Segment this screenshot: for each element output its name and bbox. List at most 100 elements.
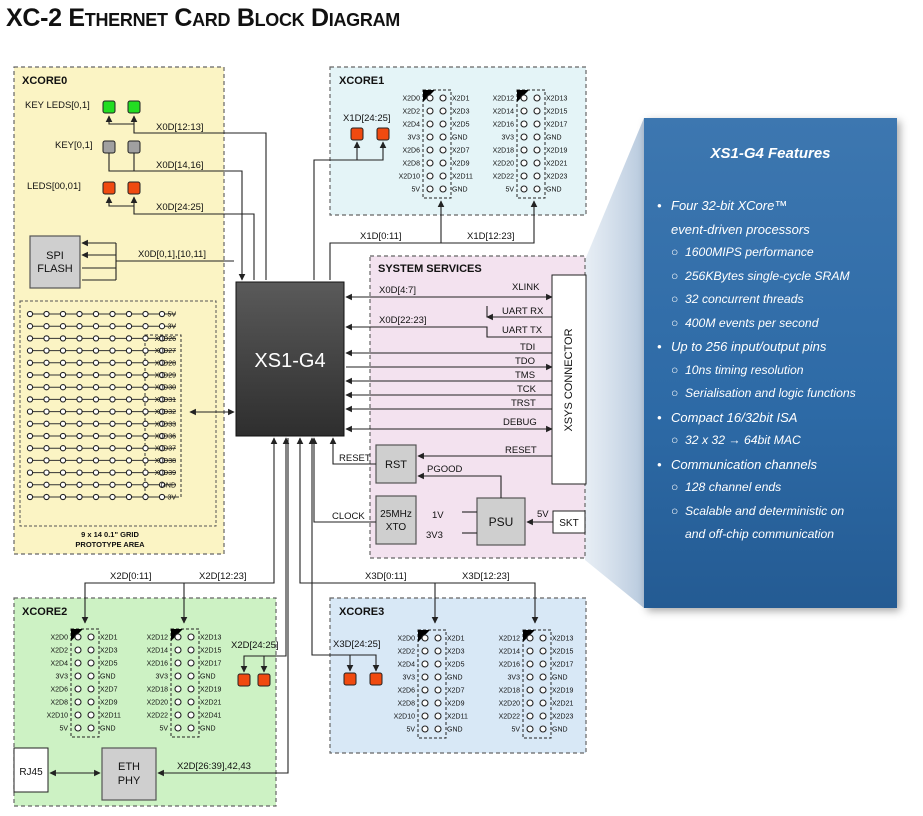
- xcore3-header-b-pin: [539, 699, 547, 707]
- xcore3-header-b-pin-label: X2D22: [499, 714, 521, 721]
- grid-hole: [142, 481, 149, 488]
- feature-item: event-driven processors: [657, 218, 892, 242]
- grid-hole: [109, 457, 116, 464]
- xcore3-header-a-pin: [434, 686, 442, 694]
- grid-hole: [43, 408, 50, 415]
- sig-x0d-22-23: X0D[22:23]: [379, 315, 427, 326]
- grid-hole: [158, 420, 166, 427]
- xcore1-header-a-pin-label: GND: [452, 135, 468, 142]
- xcore2-header-a-pin: [87, 698, 95, 706]
- grid-hole: [92, 359, 100, 366]
- xcore3-header-a-pin-label: X2D2: [397, 649, 415, 656]
- bus-key-leds: X0D[12:13]: [156, 122, 204, 133]
- xcore3-header-a-pin: [434, 634, 442, 642]
- xcore3-header-b-pin-label: X2D14: [499, 649, 521, 656]
- xcore1-header-a-pin: [426, 94, 434, 102]
- grid-hole: [109, 310, 116, 318]
- grid-row-label: X0D38: [155, 458, 177, 465]
- spi-flash-box: [29, 235, 81, 289]
- grid-row-label: 3V: [167, 495, 176, 502]
- xcore2-header-b-pin-label: X2D17: [200, 661, 222, 668]
- xcore1-header-a-pin: [439, 133, 447, 141]
- grid-hole: [59, 481, 67, 488]
- xs1-g4-chip: [235, 281, 345, 437]
- grid-hole: [109, 432, 116, 440]
- xcore2-header-a-pin-label: GND: [100, 726, 116, 733]
- xcore1-header-b-pin-label: 5V: [505, 187, 514, 194]
- xcore3-header-a-pin: [434, 660, 442, 668]
- xcore2-header-b-pin: [187, 685, 195, 693]
- xcore1-header-a-frame: [422, 89, 452, 199]
- sig-tdi: TDI: [520, 342, 535, 353]
- xcore3-led-0: [343, 672, 357, 686]
- key-led-1: [127, 100, 141, 114]
- feature-item: ○32 x 32 → 64bit MAC: [657, 429, 892, 453]
- xcore2-header-b-pin-label: X2D16: [147, 661, 169, 668]
- grid-hole: [59, 371, 67, 379]
- xcore1-header-a-pin: [426, 172, 434, 180]
- xcore1-header-b-pin: [533, 107, 541, 115]
- grid-hole: [109, 359, 116, 366]
- sig-trst: TRST: [511, 398, 536, 409]
- psu-label: PSU: [489, 515, 514, 529]
- grid-hole: [59, 457, 67, 464]
- xcore2-header-a-pin-label: X2D9: [100, 700, 118, 707]
- xcore1-header-b-pin-label: GND: [546, 187, 562, 194]
- grid-hole: [59, 384, 67, 391]
- feature-item: •Four 32-bit XCore™: [657, 194, 892, 218]
- rj45-label: RJ45: [19, 767, 43, 778]
- xcore3-header-a-pin-label: X2D11: [447, 714, 468, 721]
- bus-leds: X0D[24:25]: [156, 202, 204, 213]
- feature-item: •Compact 16/32bit ISA: [657, 406, 892, 430]
- feature-text: Up to 256 input/output pins: [671, 339, 827, 354]
- grid-row-label: X0D30: [155, 385, 177, 392]
- xcore3-header-b-pin: [526, 673, 534, 681]
- xcore1-header-b-pin: [520, 146, 528, 154]
- grid-hole: [26, 481, 34, 488]
- eth-phy-box: [101, 747, 157, 801]
- feature-text: Scalable and deterministic on: [685, 503, 845, 518]
- xcore2-header-a-pin-label: X2D4: [50, 661, 68, 668]
- xcore2-header-b-pin: [174, 685, 182, 693]
- grid-hole: [76, 469, 83, 476]
- feature-item: ○400M events per second: [657, 312, 892, 336]
- key-led-0: [102, 100, 116, 114]
- feature-item: ○Serialisation and logic functions: [657, 382, 892, 406]
- pgood-label: PGOOD: [427, 464, 463, 475]
- feature-text: Four 32-bit XCore™: [671, 198, 788, 213]
- xcore1-header-b-pin-label: 3V3: [502, 135, 515, 142]
- xcore3-header-b-pin: [526, 712, 534, 720]
- eth-bus: X2D[26:39],42,43: [177, 761, 251, 772]
- xcore3-header-b-pin-label: X2D12: [499, 636, 521, 643]
- xcore2-header-b-pin-label: X2D13: [200, 635, 222, 642]
- xcore3-header-b-pin: [526, 647, 534, 655]
- grid-hole: [59, 408, 67, 415]
- bullet-dot-icon: •: [657, 456, 662, 472]
- xcore1-header-b-pin-label: X2D16: [493, 122, 515, 129]
- grid-hole: [59, 493, 67, 501]
- xcore2-header-b-pin: [174, 698, 182, 706]
- grid-hole: [125, 493, 133, 501]
- xcore3-header-a-pin: [434, 712, 442, 720]
- grid-hole: [92, 445, 100, 452]
- xcore1-header-b-pin: [533, 133, 541, 141]
- grid-hole: [109, 445, 116, 452]
- grid-row-label: X0D32: [155, 409, 177, 416]
- sig-uart-rx: UART RX: [502, 306, 544, 317]
- grid-hole: [142, 384, 149, 391]
- xcore1-header-a-pin: [426, 146, 434, 154]
- grid-hole: [76, 310, 83, 318]
- xcore2-header-a-pin: [87, 685, 95, 693]
- grid-hole: [76, 359, 83, 366]
- grid-hole: [26, 493, 34, 501]
- xcore3-title: XCORE3: [339, 606, 384, 618]
- xcore3-header-a-pin: [434, 699, 442, 707]
- sig-reset: RESET: [505, 445, 537, 456]
- grid-row-label: 3V: [167, 324, 176, 331]
- grid-hole: [158, 408, 166, 415]
- feature-item: ○32 concurrent threads: [657, 288, 892, 312]
